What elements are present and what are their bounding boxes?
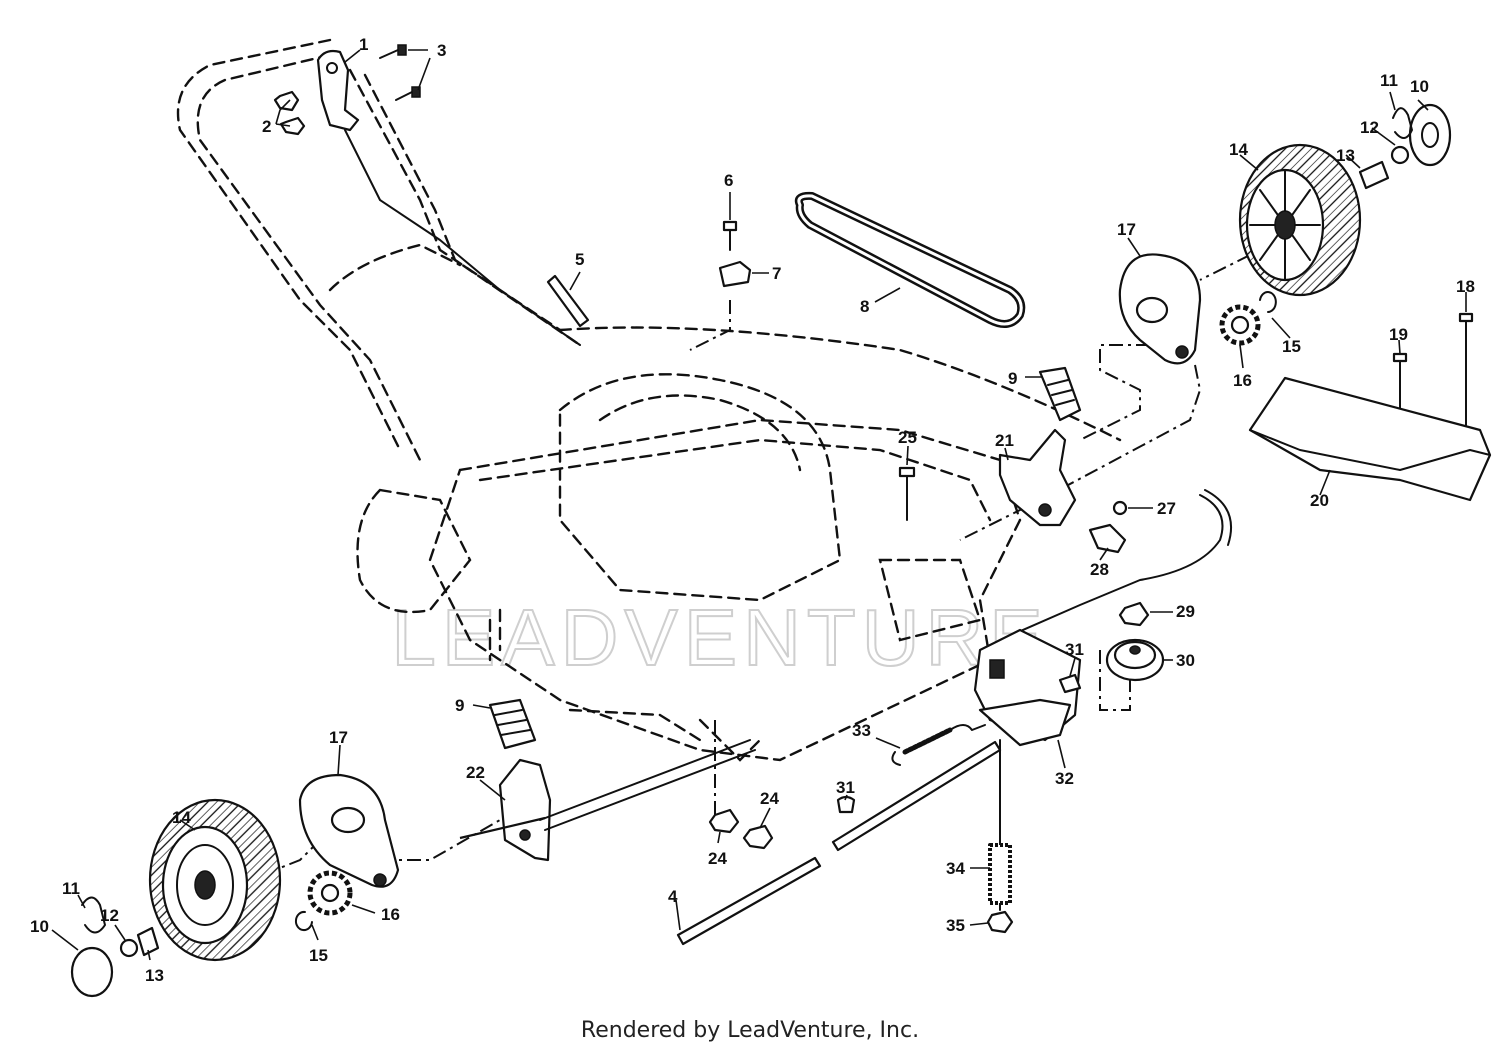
part-axle-bolt-right — [1358, 160, 1390, 190]
part-nut-24a — [708, 808, 740, 834]
part-bolts — [379, 44, 421, 101]
part-wheel-adjuster-grip-lower — [488, 698, 537, 750]
footer-credit: Rendered by LeadVenture, Inc. — [580, 1018, 920, 1043]
callout-17-right: 17 — [1117, 220, 1136, 239]
callout-35: 35 — [946, 916, 965, 935]
part-key-31a — [1058, 673, 1082, 694]
part-hubcap-left — [70, 946, 114, 998]
part-wheel-right — [1238, 143, 1362, 297]
callout-13-right: 13 — [1336, 146, 1355, 165]
callout-33: 33 — [852, 721, 871, 740]
assembly-lines — [249, 254, 1251, 881]
callout-labels: 1 2 3 4 5 6 7 8 9 9 10 10 11 11 12 12 13… — [30, 35, 1475, 985]
callout-16-right: 16 — [1233, 371, 1252, 390]
callout-22: 22 — [466, 763, 485, 782]
part-nut-35 — [986, 910, 1014, 934]
callout-2: 2 — [262, 117, 271, 136]
callout-19: 19 — [1389, 325, 1408, 344]
part-wheel-cover-right — [1118, 253, 1202, 365]
part-clip — [718, 260, 752, 288]
callout-3: 3 — [437, 41, 446, 60]
part-height-adjuster-left — [459, 758, 552, 862]
part-bolt-27 — [1112, 500, 1128, 516]
part-gear-right — [1219, 304, 1261, 346]
callout-10-left: 10 — [30, 917, 49, 936]
part-cable-clamp — [1088, 523, 1127, 554]
handle-phantom — [176, 38, 582, 462]
callout-9-lower: 9 — [455, 696, 464, 715]
callout-32: 32 — [1055, 769, 1074, 788]
callout-6: 6 — [724, 171, 733, 190]
part-key-31b — [836, 795, 856, 814]
part-nut-24b — [742, 824, 774, 850]
callout-14-left: 14 — [172, 808, 191, 827]
callout-25: 25 — [898, 428, 917, 447]
part-hubcap-right — [1408, 103, 1452, 167]
part-extension-spring — [891, 724, 986, 766]
callout-20: 20 — [1310, 491, 1329, 510]
part-pin — [546, 274, 590, 328]
callout-10-right: 10 — [1410, 77, 1429, 96]
part-rear-baffle — [1248, 376, 1492, 502]
callout-15-right: 15 — [1282, 337, 1301, 356]
callout-17-left: 17 — [329, 728, 348, 747]
callout-30: 30 — [1176, 651, 1195, 670]
part-front-axle — [676, 856, 822, 946]
part-wheel-left — [148, 798, 282, 962]
callout-1: 1 — [359, 35, 368, 54]
callout-7: 7 — [772, 264, 781, 283]
callout-8: 8 — [860, 297, 869, 316]
callout-27: 27 — [1157, 499, 1176, 518]
part-transmission — [973, 628, 1082, 747]
callout-21: 21 — [995, 431, 1014, 450]
part-hairpin-left — [81, 896, 106, 934]
callout-12-left: 12 — [100, 906, 119, 925]
callout-31-upper: 31 — [1065, 640, 1084, 659]
part-drive-shaft — [831, 740, 1002, 852]
part-hairpin-right — [1392, 107, 1413, 139]
callout-4: 4 — [668, 887, 678, 906]
part-washer-right — [1390, 145, 1410, 165]
part-control-cable — [999, 494, 1224, 641]
callout-29: 29 — [1176, 602, 1195, 621]
part-e-ring-right — [1259, 291, 1277, 313]
part-screw — [722, 220, 738, 251]
callout-24a: 24 — [708, 849, 727, 868]
part-rear-axle — [539, 739, 756, 831]
callout-28: 28 — [1090, 560, 1109, 579]
callout-14-right: 14 — [1229, 140, 1248, 159]
callout-13-left: 13 — [145, 966, 164, 985]
callout-31-lower: 31 — [836, 778, 855, 797]
part-gear-left — [307, 870, 353, 916]
callout-18: 18 — [1456, 277, 1475, 296]
part-washer-left — [119, 938, 139, 958]
callout-34: 34 — [946, 859, 965, 878]
callout-11-left: 11 — [62, 879, 80, 898]
part-drive-belt — [794, 191, 1026, 328]
callout-12-right: 12 — [1360, 118, 1379, 137]
part-wheel-adjuster-grip-upper — [1038, 366, 1082, 422]
part-pulley-nut — [1118, 601, 1150, 627]
callout-15-left: 15 — [309, 946, 328, 965]
part-handle-bracket — [316, 49, 360, 132]
callout-leaders — [51, 49, 1467, 961]
callout-16-left: 16 — [381, 905, 400, 924]
callout-11-right: 11 — [1380, 71, 1398, 90]
part-axle-bolt-left — [136, 926, 160, 957]
part-height-adjuster-right — [998, 428, 1077, 527]
part-wheel-cover-left — [298, 773, 400, 888]
callout-24b: 24 — [760, 789, 779, 808]
part-drive-pulley — [1105, 638, 1165, 682]
part-compression-spring — [988, 843, 1012, 905]
callout-9-upper: 9 — [1008, 369, 1017, 388]
callout-5: 5 — [575, 250, 584, 269]
part-e-ring-left — [295, 910, 313, 931]
